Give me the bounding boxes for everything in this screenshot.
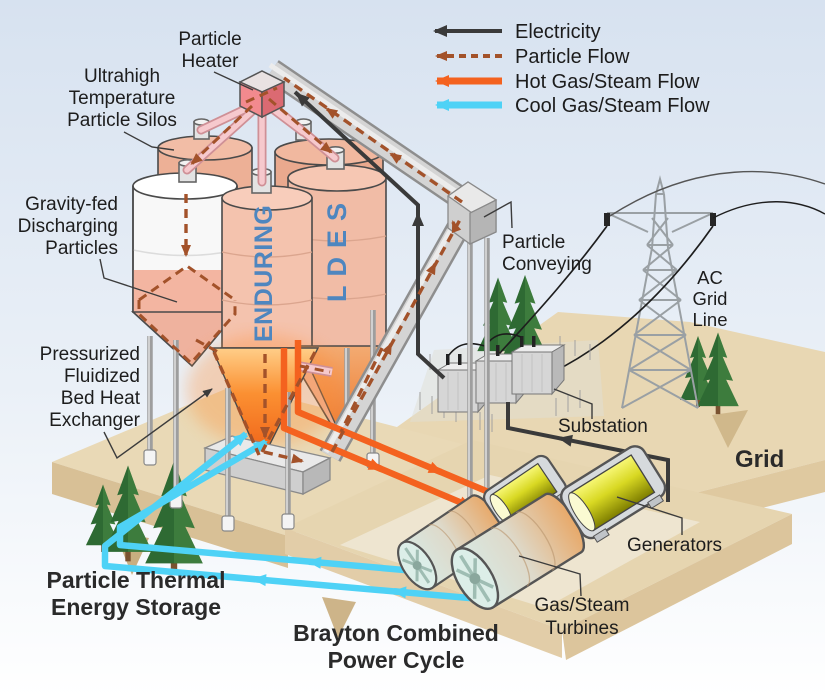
label-heat-exchanger: Bed Heat: [61, 388, 141, 409]
grid-notch: [712, 410, 748, 448]
legend-item-cool-gas: Cool Gas/Steam Flow: [515, 95, 710, 117]
caption-brayton-cycle: Power Cycle: [328, 647, 465, 673]
label-gravity: Discharging: [18, 216, 118, 237]
caption-particle-thermal-storage: Energy Storage: [51, 594, 221, 620]
leader-substation: [553, 388, 593, 419]
leader-heat-exchanger: [103, 388, 213, 460]
turbine-generator-large: [450, 445, 667, 610]
leader-lines: [99, 71, 683, 597]
transmission-tower: [604, 175, 716, 409]
label-gravity: Gravity-fed: [25, 194, 118, 215]
silo-brand-ldes: LDES: [322, 194, 352, 302]
label-silos: Ultrahigh: [84, 66, 160, 87]
caption-particle-thermal-storage: Particle Thermal: [47, 567, 226, 593]
labels: Particle Heater Ultrahigh Temperature Pa…: [18, 29, 785, 673]
label-ac-grid-line: AC: [697, 267, 723, 288]
label-turbines: Turbines: [545, 618, 618, 639]
turbine-generator-small: [397, 454, 567, 591]
generator-large: [560, 445, 667, 543]
duct-elbow: [446, 181, 498, 246]
legend-item-hot-gas: Hot Gas/Steam Flow: [515, 71, 700, 93]
legend-item-electricity: Electricity: [515, 21, 601, 43]
heater-chutes: [182, 97, 340, 187]
label-ac-grid-line: Grid: [693, 288, 728, 309]
transformer: [510, 336, 566, 396]
leader-generators: [616, 496, 683, 535]
leader-silos: [123, 131, 175, 151]
generator-small: [482, 454, 567, 534]
particle-flows: [137, 76, 464, 463]
caption-brayton-cycle: Brayton Combined: [293, 620, 499, 646]
label-conveying: Conveying: [502, 254, 592, 275]
particle-conveying-ducts: [265, 60, 498, 462]
silo-white-discharging: [130, 159, 239, 368]
leader-conveying: [483, 200, 513, 229]
gas-steam-turbine: [450, 492, 585, 610]
electricity-line-charge: [293, 90, 446, 380]
label-particle-heater: Heater: [181, 51, 239, 72]
insulator-icon: [604, 213, 610, 226]
label-grid: Grid: [735, 446, 784, 473]
leader-gravity: [99, 258, 178, 303]
silo-brand-enduring: ENDURING: [250, 205, 278, 342]
brayton-notch: [322, 597, 356, 638]
label-particle-heater: Particle: [178, 29, 241, 50]
leader-particle-heater: [213, 71, 254, 91]
label-heat-exchanger: Pressurized: [40, 344, 140, 365]
legend-item-particle-flow: Particle Flow: [515, 46, 630, 68]
particle-flow-arrows: [181, 107, 462, 464]
label-silos: Particle Silos: [67, 110, 177, 131]
label-ac-grid-line: Line: [693, 309, 728, 330]
label-generators: Generators: [627, 535, 722, 556]
leader-turbines: [518, 555, 582, 597]
label-gravity: Particles: [45, 238, 118, 259]
electricity-line-discharge: [506, 402, 670, 502]
label-heat-exchanger: Fluidized: [64, 366, 140, 387]
label-silos: Temperature: [69, 88, 176, 109]
label-conveying: Particle: [502, 232, 565, 253]
label-heat-exchanger: Exchanger: [49, 410, 141, 431]
label-substation: Substation: [558, 416, 648, 437]
legend: Electricity Particle Flow Hot Gas/Steam …: [433, 21, 710, 117]
insulator-icon: [710, 213, 716, 226]
label-turbines: Gas/Steam: [534, 595, 629, 616]
